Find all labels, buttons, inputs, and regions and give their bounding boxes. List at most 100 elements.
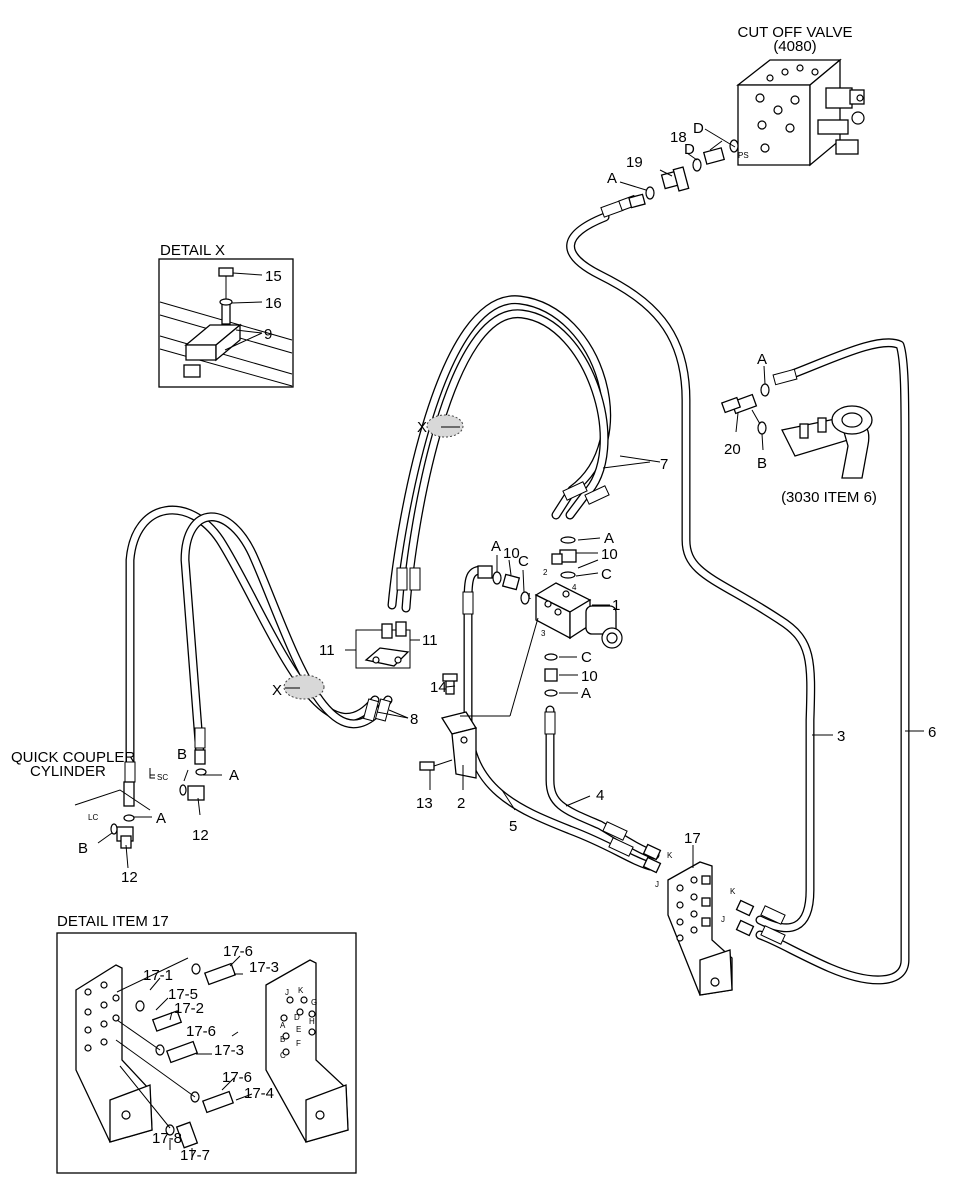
item-15-label: 15	[265, 268, 282, 285]
label-item-11-left: 11	[319, 642, 335, 659]
detail-item-17-box: DETAIL ITEM 17 J K G A B C D E F H	[56, 913, 357, 1174]
label-a-lower: A	[156, 810, 166, 827]
bracket-item-2	[419, 617, 539, 779]
hose-item-3	[566, 212, 816, 933]
label-item-12-upper: 12	[192, 827, 209, 844]
label-item-10-bottom: 10	[581, 668, 598, 685]
leader-lines	[97, 128, 924, 1160]
hose-item-4	[545, 705, 660, 860]
label-j-plate: J	[721, 915, 725, 924]
label-b-upper: B	[177, 746, 187, 763]
block-port-1: 1	[527, 592, 532, 601]
label-item-12-lower: 12	[121, 869, 138, 886]
label-a-block-top: A	[604, 530, 614, 547]
label-17-3-a: 17-3	[249, 959, 279, 976]
plate-letter-b: B	[280, 1035, 285, 1044]
pipe-3030-item-6: (3030 ITEM 6)	[781, 405, 877, 506]
block-port-3: 3	[541, 629, 546, 638]
label-d-1: D	[693, 120, 704, 137]
label-k-plate: K	[730, 887, 736, 896]
detail-x-title: DETAIL X	[160, 242, 225, 259]
valve-block-item-1: 2 4 1 3	[527, 568, 623, 649]
label-x-1: X	[417, 419, 427, 436]
label-17-6-a: 17-6	[223, 943, 253, 960]
label-item-3: 3	[837, 728, 845, 745]
label-item-4: 4	[596, 787, 604, 804]
label-item-7: 7	[660, 456, 668, 473]
label-item-10-top: 10	[601, 546, 618, 563]
plate-letter-g: G	[311, 998, 317, 1007]
label-item-14: 14	[430, 679, 447, 696]
label-b-tee: B	[757, 455, 767, 472]
label-item-5: 5	[509, 818, 517, 835]
label-x-2: X	[272, 682, 282, 699]
label-b-lower: B	[78, 840, 88, 857]
hose-item-7	[387, 295, 612, 613]
label-17-8: 17-8	[152, 1130, 182, 1147]
label-a-block-bottom: A	[581, 685, 591, 702]
label-item-6: 6	[928, 724, 936, 741]
block-port-4: 4	[572, 583, 577, 592]
hose-ferrules	[124, 194, 798, 945]
label-item-8: 8	[410, 711, 418, 728]
valve-port-label: PS	[738, 151, 749, 160]
label-c-left-block: C	[518, 553, 529, 570]
plate-letter-k: K	[298, 986, 304, 995]
valve-code: (4080)	[773, 38, 816, 55]
label-j-hose: J	[655, 880, 659, 889]
label-17-3-b: 17-3	[214, 1042, 244, 1059]
label-a-valve: A	[607, 170, 617, 187]
label-item-2: 2	[457, 795, 465, 812]
label-item-18: 18	[670, 129, 687, 146]
block-port-2: 2	[543, 568, 548, 577]
plate-letter-c: C	[280, 1051, 286, 1060]
detail-x-zones	[283, 414, 464, 700]
plate-letter-d: D	[294, 1013, 300, 1022]
cylinder-port-lc: LC	[88, 813, 98, 822]
pipe-reference: (3030 ITEM 6)	[781, 489, 877, 506]
cylinder-label-line2: CYLINDER	[30, 763, 106, 780]
plate-item-17	[642, 843, 755, 996]
detail-x-box: DETAIL X 15 16 9	[158, 242, 294, 388]
detail-17-title: DETAIL ITEM 17	[57, 913, 169, 930]
label-c-block-bottom: C	[581, 649, 592, 666]
label-k-hose: K	[667, 851, 673, 860]
cylinder-fittings	[74, 749, 207, 849]
label-17-1: 17-1	[143, 967, 173, 984]
plate-letter-f: F	[296, 1039, 301, 1048]
manifold-item-11	[345, 621, 420, 669]
plate-letter-j: J	[285, 988, 289, 997]
valve-title: CUT OFF VALVE	[737, 24, 852, 41]
cut-off-valve: CUT OFF VALVE (4080) PS	[736, 24, 865, 167]
label-a-upper: A	[229, 767, 239, 784]
label-a-tee: A	[757, 351, 767, 368]
plate-letter-e: E	[296, 1025, 301, 1034]
part-labels: D 18 D 19 A A 20 B X X 7 A 10 C 1 C 10 A…	[11, 120, 936, 1164]
hose-item-6	[755, 338, 910, 985]
label-item-20: 20	[724, 441, 741, 458]
label-c-block-top: C	[601, 566, 612, 583]
label-17-4: 17-4	[244, 1085, 274, 1102]
label-item-17: 17	[684, 830, 701, 847]
label-17-2: 17-2	[174, 1000, 204, 1017]
hose-item-8	[125, 505, 393, 805]
tee-item-20	[720, 383, 770, 435]
label-item-19: 19	[626, 154, 643, 171]
label-17-7: 17-7	[180, 1147, 210, 1164]
block-fittings	[477, 536, 577, 697]
cylinder-label-line1: QUICK COUPLER	[11, 749, 135, 766]
plate-letter-a: A	[280, 1021, 286, 1030]
hose-lines	[125, 212, 910, 985]
label-item-11-right: 11	[422, 632, 438, 649]
label-17-6-b: 17-6	[186, 1023, 216, 1040]
label-17-6-c: 17-6	[222, 1069, 252, 1086]
label-item-1: 1	[612, 597, 620, 614]
plate-letter-h: H	[309, 1017, 315, 1026]
item-9-label: 9	[264, 326, 272, 343]
label-17-5: 17-5	[168, 986, 198, 1003]
label-item-13: 13	[416, 795, 433, 812]
item-16-label: 16	[265, 295, 282, 312]
label-a-left-block: A	[491, 538, 501, 555]
label-d-2: D	[684, 141, 695, 158]
